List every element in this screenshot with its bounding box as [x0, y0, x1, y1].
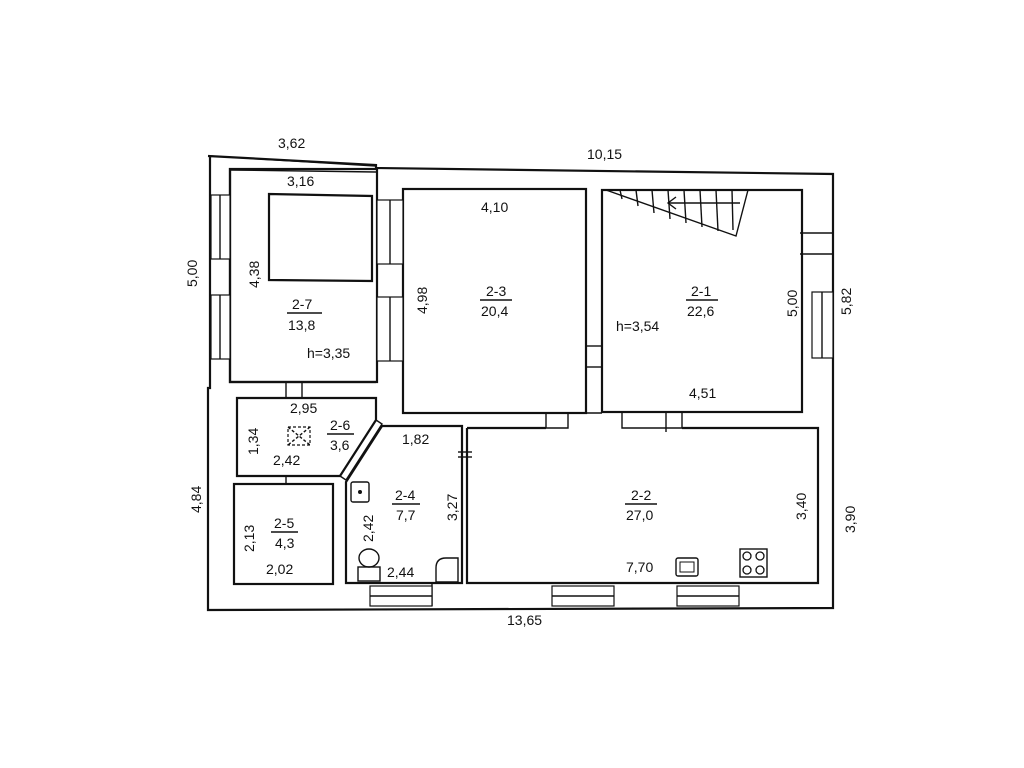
dim-left-lower: 4,84: [188, 486, 204, 513]
room-2-1-width: 4,51: [689, 385, 716, 401]
room-2-1-id: 2-1: [691, 283, 711, 299]
room-2-4-depth-right: 3,27: [444, 494, 460, 521]
room-2-7-depth: 4,38: [246, 261, 262, 288]
room-2-3-id: 2-3: [486, 283, 506, 299]
room-2-4-width-bottom: 2,44: [387, 564, 414, 580]
room-2-5-depth: 2,13: [241, 525, 257, 552]
room-2-3-area: 20,4: [481, 303, 508, 319]
room-2-2-width: 7,70: [626, 559, 653, 575]
room-2-3-outline: [401, 187, 588, 415]
door-marks: [285, 232, 833, 484]
dim-top-total: 10,15: [587, 146, 622, 162]
stair-symbol: [605, 189, 749, 237]
room-2-2-area: 27,0: [626, 507, 653, 523]
room-2-4-depth-left: 2,42: [360, 515, 376, 542]
room-2-6-width-top: 2,95: [290, 400, 317, 416]
dim-right-lower: 3,90: [842, 506, 858, 533]
windows: [210, 194, 834, 607]
room-2-4-id: 2-4: [395, 487, 415, 503]
kitchen-sink-icon: [675, 557, 699, 577]
room-2-1-area: 22,6: [687, 303, 714, 319]
room-2-4-outline: [344, 424, 464, 585]
stove-icon: [739, 548, 768, 578]
room-2-1-height: h=3,54: [616, 318, 659, 334]
room-2-2-depth: 3,40: [793, 493, 809, 520]
room-2-5-width: 2,02: [266, 561, 293, 577]
room-2-5-id: 2-5: [274, 515, 294, 531]
toilet-icon: [358, 548, 380, 568]
room-2-3-width: 4,10: [481, 199, 508, 215]
dim-top-left: 3,62: [278, 135, 305, 151]
room-2-4-width-top: 1,82: [402, 431, 429, 447]
dim-left-upper: 5,00: [184, 260, 200, 287]
room-2-7-outline: [228, 167, 379, 384]
room-2-4-area: 7,7: [396, 507, 416, 523]
room-2-6-width-bottom: 2,42: [273, 452, 300, 468]
room-2-7-area: 13,8: [288, 317, 315, 333]
dim-bottom: 13,65: [507, 612, 542, 628]
room-2-6-area: 3,6: [330, 437, 350, 453]
sink-icon: [350, 481, 370, 503]
dim-right-upper: 5,82: [838, 288, 854, 315]
shower-icon: [435, 557, 459, 583]
fixtures: [287, 426, 768, 583]
room-2-7-height: h=3,35: [307, 345, 350, 361]
room-2-6-id: 2-6: [330, 417, 350, 433]
room-2-5-area: 4,3: [275, 535, 295, 551]
room-2-5-outline: [232, 482, 335, 586]
chimney-icon: [287, 426, 311, 446]
room-2-6-depth: 1,34: [245, 428, 261, 455]
room-2-7-width: 3,16: [287, 173, 314, 189]
room-2-2-id: 2-2: [631, 487, 651, 503]
room-2-3-depth: 4,98: [414, 287, 430, 314]
room-2-7-id: 2-7: [292, 296, 312, 312]
room-2-1-depth: 5,00: [784, 290, 800, 317]
room-2-2-outline: [465, 426, 820, 585]
